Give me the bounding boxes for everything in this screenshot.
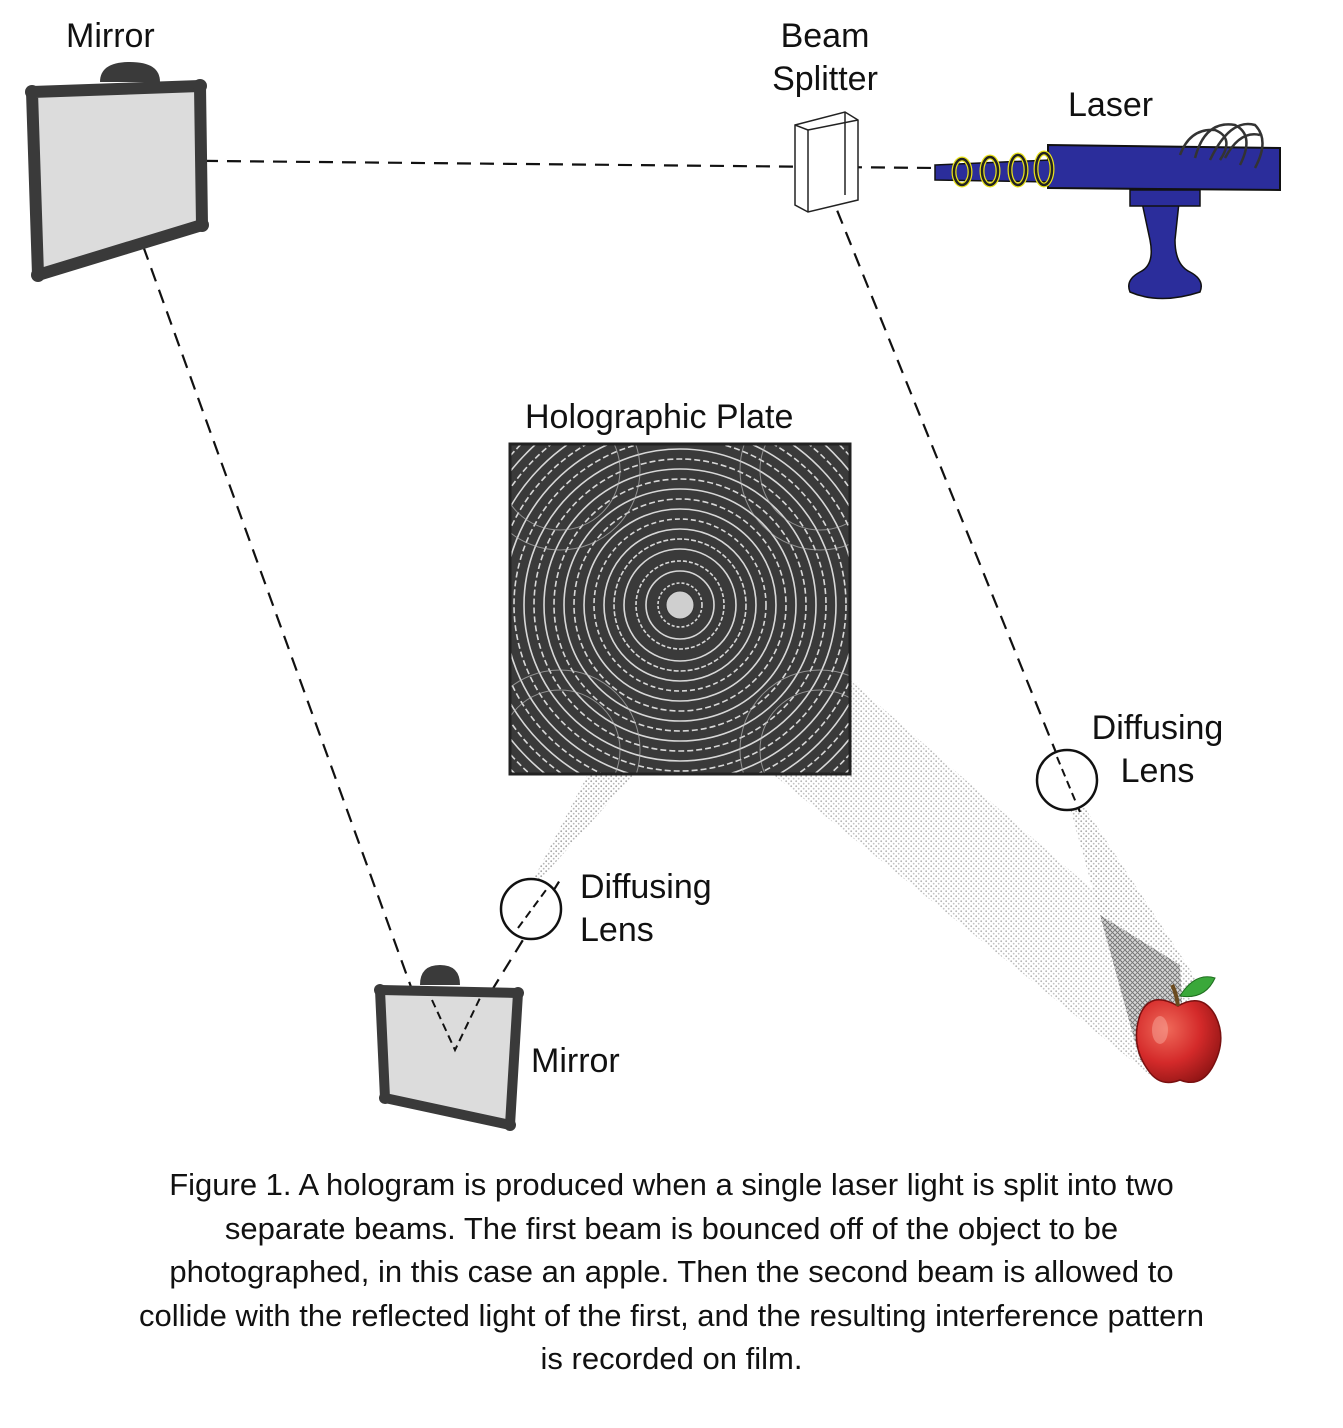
diffusing-lens-right-label-line1: Diffusing <box>1091 709 1224 747</box>
diffusing-lens-left-label-line1: Diffusing <box>580 868 712 906</box>
mirror-top-label: Mirror <box>66 17 155 55</box>
diffusing-lens-icon <box>499 877 563 941</box>
beam-splitter-label: Beam Splitter <box>762 15 888 101</box>
diffusing-lens-right-label: Diffusing Lens <box>1080 707 1235 793</box>
figure-caption: Figure 1. A hologram is produced when a … <box>20 1163 1323 1381</box>
caption-line: photographed, in this case an apple. The… <box>169 1254 1174 1289</box>
reference-beam-cone <box>520 774 634 905</box>
diffusing-lens-right-label-line2: Lens <box>1120 752 1195 790</box>
caption-line: Figure 1. A hologram is produced when a … <box>169 1167 1174 1202</box>
beam-splitter-icon <box>794 111 859 213</box>
caption-line: separate beams. The first beam is bounce… <box>224 1210 1119 1246</box>
apple-icon <box>1135 976 1222 1084</box>
diffusing-lens-left-label: Diffusing Lens <box>580 866 712 952</box>
mirror-icon <box>374 965 524 1131</box>
holographic-plate-label: Holographic Plate <box>525 398 794 436</box>
caption-line: collide with the reflected light of the … <box>139 1297 1204 1333</box>
laser-icon <box>934 122 1281 300</box>
beam-splitter-label-line2: Splitter <box>772 60 878 98</box>
mirror-bottom-label: Mirror <box>531 1042 620 1080</box>
holographic-plate-icon <box>508 442 852 776</box>
mirror-icon <box>25 62 209 282</box>
caption-line: is recorded on film. <box>540 1341 803 1376</box>
diffusing-lens-icon <box>1035 748 1099 812</box>
diffusing-lens-left-label-line2: Lens <box>580 911 654 949</box>
hologram-diagram <box>25 62 1281 1131</box>
laser-label: Laser <box>1068 86 1154 124</box>
beam-splitter-label-line1: Beam <box>780 17 870 55</box>
